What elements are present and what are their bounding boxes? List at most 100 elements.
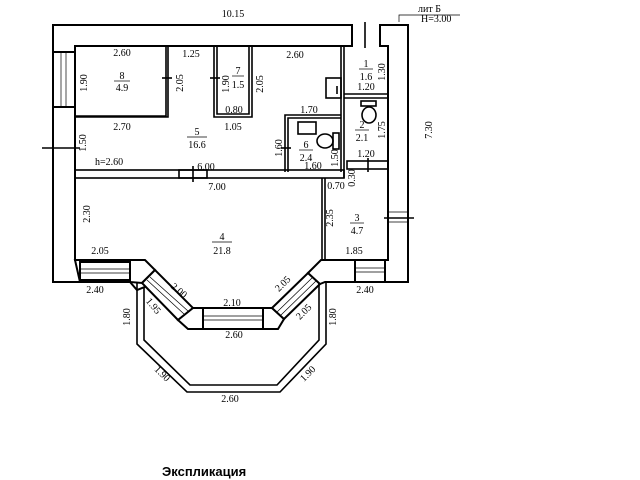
dimension-label: h=2.60	[95, 157, 123, 168]
dimension-label: 0.30	[347, 169, 358, 187]
dimension-label: 1.85	[345, 246, 363, 257]
dimension-label: 2.4	[300, 153, 313, 164]
dimension-line	[276, 277, 313, 313]
dimension-label: 2.05	[175, 74, 186, 92]
dimension-label: 1.90	[152, 364, 172, 384]
dimension-label: 1.75	[377, 121, 388, 139]
plan-shape	[216, 46, 250, 115]
dimension-label: 3	[355, 213, 360, 224]
dimension-label: 1.80	[122, 308, 133, 326]
dimension-label: 2.60	[286, 50, 304, 61]
toilet-icon	[361, 106, 377, 124]
plan-shape	[213, 46, 253, 118]
plan-shape	[360, 100, 377, 107]
plan-shape	[143, 283, 320, 386]
dimension-label: 2.60	[225, 330, 243, 341]
room-8: 84.9	[114, 71, 130, 94]
dimension-label: 6.00	[197, 162, 215, 173]
dimension-label: 4.9	[116, 83, 129, 94]
dimension-label: 4	[220, 232, 225, 243]
dimension-labels: 10.15 7.30 2.60 1.90 2.05 2.70 1.25 1.90…	[78, 9, 435, 405]
plan-shape	[52, 51, 76, 108]
plan-shape	[75, 46, 167, 117]
dimension-label: 2.35	[325, 209, 336, 227]
plan-shape	[79, 261, 131, 281]
dimension-label: 1.90	[79, 74, 90, 92]
outer-walls	[42, 22, 414, 283]
dimension-label: 1.20	[357, 149, 375, 160]
plan-shape	[74, 169, 345, 179]
height-text: H=3.00	[421, 14, 451, 25]
balcony	[136, 282, 327, 393]
room-7: 71.5	[232, 66, 245, 91]
dimension-line	[149, 276, 189, 312]
dimension-label: 10.15	[222, 9, 245, 20]
room-3: 34.7	[350, 213, 364, 237]
room-4: 421.8	[212, 232, 232, 257]
plan-shape	[176, 307, 204, 330]
toilet-icon	[316, 133, 334, 149]
dimension-label: 1	[364, 59, 369, 70]
dimension-label: 1.60	[304, 161, 322, 172]
room-1: 11.6	[359, 59, 373, 83]
dimension-label: 1.20	[357, 82, 375, 93]
dimension-label: 2.05	[255, 75, 266, 93]
plan-shape	[136, 282, 327, 393]
plan-shape	[297, 121, 317, 135]
dimension-label: 2.1	[356, 133, 369, 144]
dimension-label: 1.5	[232, 80, 245, 91]
dimension-label: 2.70	[113, 122, 131, 133]
dimension-label: 1.60	[274, 139, 285, 157]
plan-shape	[284, 114, 341, 172]
dimension-label: 7.30	[424, 121, 435, 139]
dimension-label: 2.40	[356, 285, 374, 296]
dimension-label: 2.30	[82, 205, 93, 223]
dimension-label: 2.60	[113, 48, 131, 59]
dimension-label: 8	[120, 71, 125, 82]
dimension-line	[146, 279, 185, 315]
dimension-label: 2.05	[91, 246, 109, 257]
dimension-label: 7.00	[208, 182, 226, 193]
dimension-label: 2.40	[86, 285, 104, 296]
plan-shape	[75, 45, 169, 118]
dimension-label: 1.30	[377, 63, 388, 81]
plan-shape	[306, 259, 356, 286]
dimension-label: 1.05	[224, 122, 242, 133]
dimension-label: 5	[195, 127, 200, 138]
dimension-line	[280, 280, 317, 316]
dimension-label: 1.50	[78, 134, 89, 152]
dimension-label: 1.50	[330, 149, 341, 167]
bay-window	[73, 259, 386, 330]
explication-title: Экспликация	[162, 464, 246, 479]
dimension-label: 2.60	[221, 394, 239, 405]
plan-shape	[398, 14, 460, 22]
liter-text: лит Б	[418, 4, 441, 15]
dimension-label: 1.70	[300, 105, 318, 116]
liter-label: лит Б H=3.00	[398, 4, 460, 25]
plan-shape	[54, 137, 74, 161]
room-labels: 84.9 71.5 516.6 62.4 11.6 22.1 34.7 421.…	[114, 59, 373, 257]
dimension-label: 0.70	[327, 181, 345, 192]
dimension-label: 6	[304, 140, 309, 151]
room-5: 516.6	[187, 127, 207, 151]
dimension-label: 1.25	[182, 49, 200, 60]
dimension-label: 1.80	[328, 308, 339, 326]
room-6: 62.4	[299, 140, 313, 164]
dimension-label: 21.8	[213, 246, 231, 257]
dimension-label: 4.7	[351, 226, 364, 237]
dimension-label: 16.6	[188, 140, 206, 151]
plan-shape	[262, 307, 286, 330]
plan-shape	[325, 77, 342, 99]
plan-shape	[202, 307, 264, 330]
dimension-label: 1.6	[360, 72, 373, 83]
plan-shape	[287, 117, 341, 172]
room-2: 22.1	[355, 120, 369, 144]
dimension-label: 1.90	[298, 364, 318, 384]
dimension-label: 2.10	[223, 298, 241, 309]
partitions	[74, 45, 389, 260]
dimension-label: 1.90	[221, 75, 232, 93]
dimension-label: 7	[236, 66, 241, 77]
dimension-label: 2	[360, 120, 365, 131]
plan-shape	[332, 132, 340, 150]
